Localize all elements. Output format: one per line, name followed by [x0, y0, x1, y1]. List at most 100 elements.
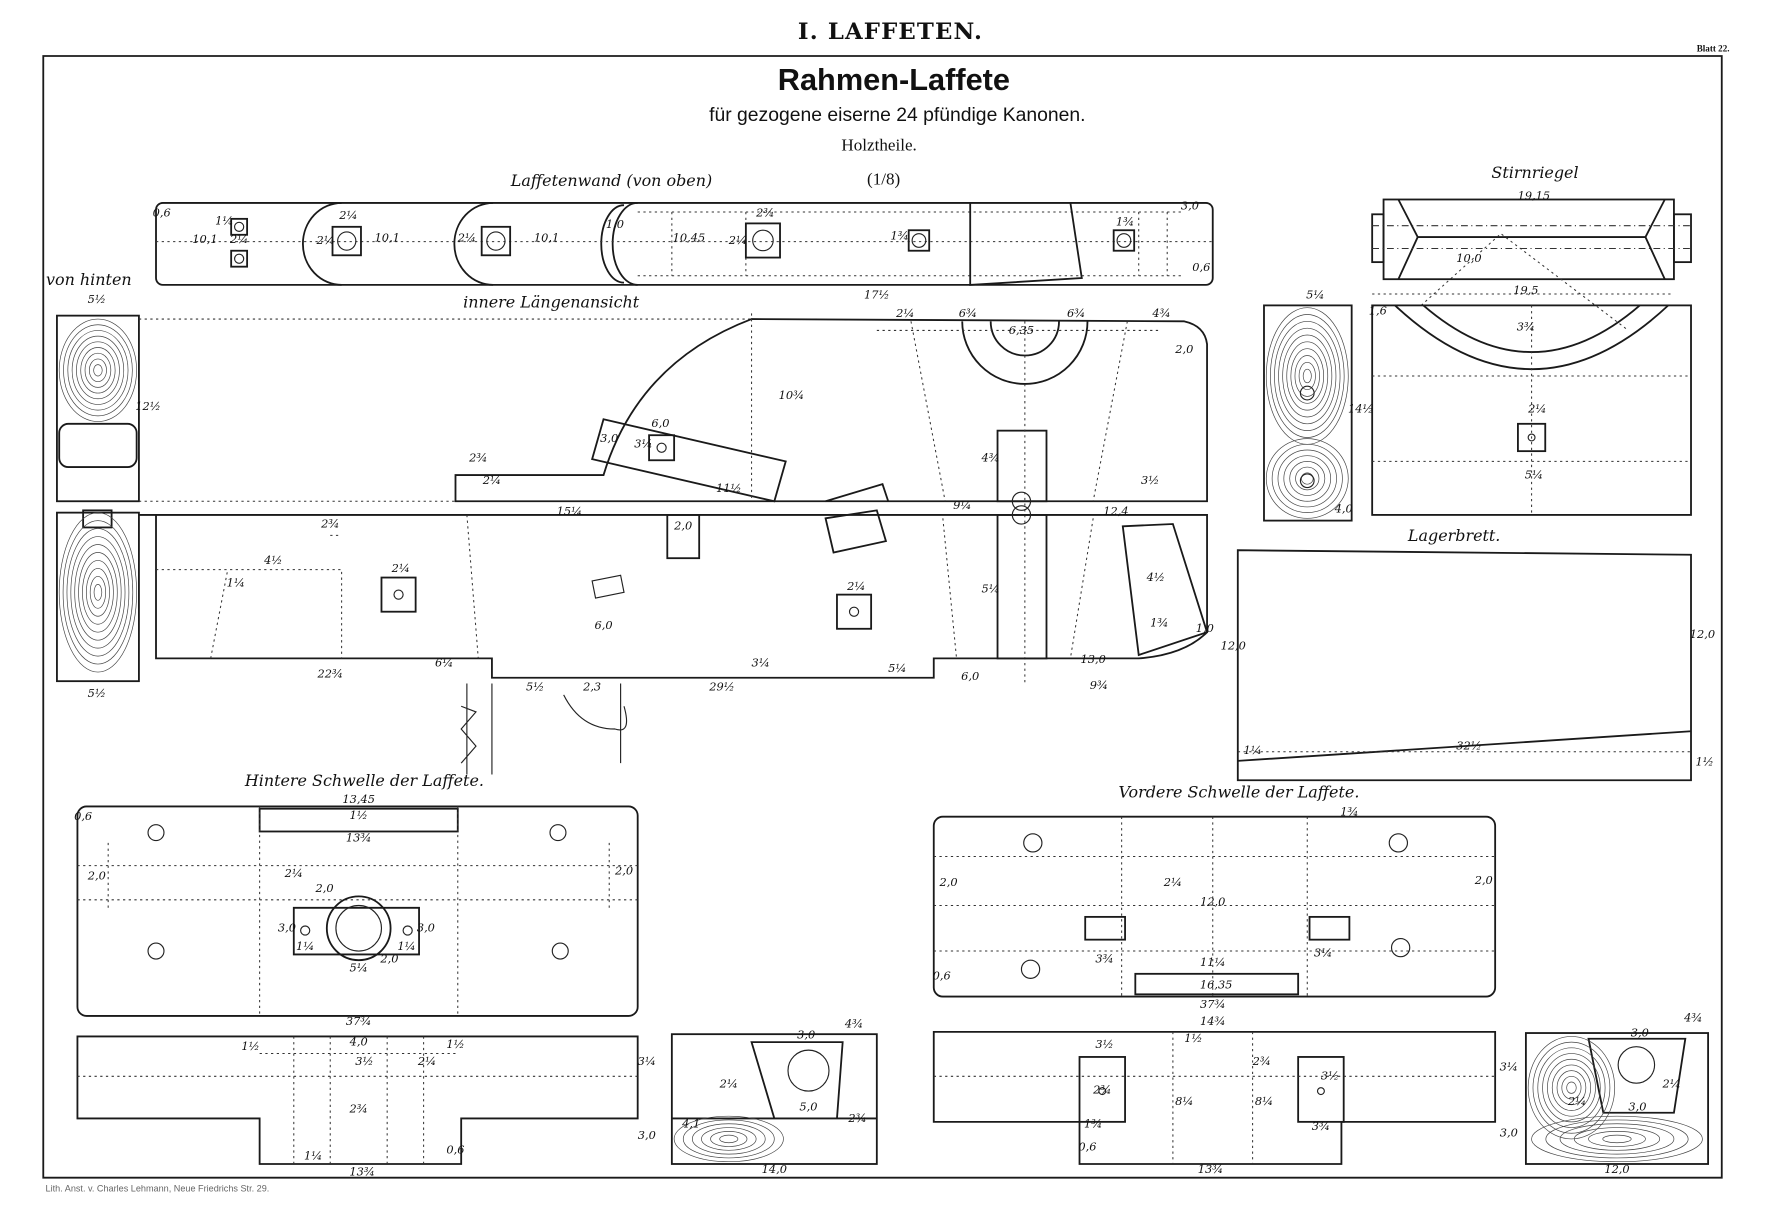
dimension-label: 6¾	[1067, 306, 1085, 320]
wood-grain	[82, 560, 114, 625]
dimension-label: 1½	[1696, 754, 1714, 768]
dimension-label: 3¾	[1517, 319, 1535, 333]
dimension-label: 2¾	[468, 450, 487, 464]
wood-grain	[1542, 1053, 1601, 1123]
dimension-label: 2¼	[719, 1077, 738, 1091]
dimension-label: 2¾	[320, 516, 339, 530]
dimension-label: 6¾	[959, 306, 977, 320]
wood-grain	[58, 512, 137, 673]
wood-grain	[63, 324, 133, 417]
dimension-label: 17½	[864, 288, 889, 302]
dimension-label: 12,0	[1221, 638, 1246, 652]
wood-grain	[692, 1123, 766, 1155]
drawing-subtitle: für gezogene eiserne 24 pfündige Kanonen…	[709, 104, 1085, 126]
dimension-label: 1¾	[890, 228, 908, 242]
dimension-label: 2¼	[316, 233, 335, 247]
dimension-label: 13¾	[346, 831, 372, 845]
dimension-label: 10,45	[673, 231, 706, 245]
drawing-frame	[42, 55, 1723, 1179]
dimension-label: 3,0	[278, 921, 296, 935]
dimension-label: 3,0	[797, 1028, 815, 1042]
rear-sill-label: Hintere Schwelle der Laffete.	[244, 771, 484, 790]
dimension-label: 14,0	[762, 1162, 787, 1176]
dimension-label: 2¾	[1092, 1082, 1111, 1096]
dimension-label: 5¼	[982, 581, 1000, 595]
dimension-label: 3¾	[1312, 1119, 1330, 1133]
wood-grain	[1547, 1058, 1596, 1117]
dimension-label: 5½	[526, 679, 544, 693]
rear-view	[56, 314, 140, 683]
dimension-label: 8¼	[1175, 1094, 1193, 1108]
wood-grain	[58, 318, 137, 422]
dimension-label: 1¾	[1340, 805, 1358, 819]
dimension-label: 3½	[1095, 1037, 1113, 1051]
front-transom-label: Stirnriegel	[1491, 163, 1578, 182]
dimension-label: 1¾	[1084, 1117, 1102, 1131]
wood-grain	[88, 358, 107, 383]
wood-grain	[1532, 1041, 1611, 1134]
wood-grain	[673, 1115, 784, 1163]
dimension-label: 12,4	[1103, 504, 1128, 518]
scale-label: (1/8)	[867, 170, 900, 189]
inner-side-view	[138, 313, 1209, 775]
dimension-label: 4¾	[1151, 306, 1170, 320]
wood-grain	[1527, 1036, 1616, 1140]
wood-grain	[62, 520, 134, 665]
dimension-label: 3,0	[1181, 199, 1199, 213]
wood-grain	[93, 364, 103, 377]
dimension-label: 4½	[263, 553, 282, 567]
wood-grain	[1551, 1064, 1592, 1111]
dimension-label: 6,35	[1009, 323, 1034, 337]
dimension-label: 2¼	[1163, 875, 1182, 889]
dimension-label: 32½	[1456, 738, 1482, 752]
dimension-label: 37¾	[346, 1014, 372, 1028]
dimension-label: 0,6	[446, 1143, 464, 1157]
dimension-label: 3½	[355, 1054, 373, 1068]
dimension-label: 4,1	[681, 1117, 700, 1131]
wood-grain	[1302, 368, 1312, 384]
dimension-label: 2¾	[847, 1111, 866, 1125]
dimension-label: 12,0	[1200, 895, 1225, 909]
dimension-label: 19,5	[1513, 283, 1538, 297]
wood-grain	[1566, 1081, 1577, 1094]
dimension-label: 3½	[1141, 473, 1159, 487]
dimension-label: 13¾	[1198, 1162, 1224, 1176]
dimension-label: 0,6	[153, 206, 171, 220]
dimension-label: 10¾	[779, 388, 805, 402]
section-title: I. LAFFETEN.	[798, 19, 983, 45]
dimension-label: 1,6	[1369, 303, 1387, 317]
wood-grain	[682, 1119, 775, 1159]
dimension-label: 5,0	[799, 1099, 817, 1113]
dimension-label: 2¼	[1662, 1077, 1681, 1091]
dimension-label: 1½	[241, 1039, 259, 1053]
dimension-label: 1¼	[215, 214, 233, 228]
dimension-label: 14¾	[1200, 1014, 1226, 1028]
dimension-label: 2¼	[1567, 1094, 1586, 1108]
dimension-label: 6,0	[651, 416, 669, 430]
dimension-label: 12,0	[1604, 1162, 1629, 1176]
wood-grain	[89, 576, 107, 609]
dimension-label: 0,6	[933, 969, 951, 983]
wood-grain	[1588, 1131, 1646, 1147]
dimension-label: 2,3	[582, 679, 601, 693]
dimension-label: 8¼	[1255, 1094, 1273, 1108]
dimension-label: 2¼	[417, 1054, 436, 1068]
dimension-label: 4,0	[1334, 502, 1353, 516]
wood-grain	[85, 568, 110, 617]
wood-grain	[1270, 314, 1345, 438]
dimension-label: 4½	[1146, 570, 1165, 584]
wood-grain	[76, 341, 120, 400]
wood-grain	[78, 552, 118, 633]
dimension-label: 1½	[446, 1037, 464, 1051]
wood-grain	[1290, 348, 1324, 404]
dimension-label: 10,0	[1456, 251, 1481, 265]
bearing-board-label: Lagerbrett.	[1407, 526, 1500, 545]
wood-grain	[710, 1131, 748, 1147]
dimension-label: 2¾	[755, 206, 774, 220]
wood-grain	[84, 352, 112, 388]
dimension-label: 29½	[708, 679, 735, 693]
dimension-label: 3¼	[1314, 946, 1332, 960]
dimension-label: 13,0	[1081, 652, 1106, 666]
dimension-label: 2,0	[379, 951, 398, 965]
wood-grain	[701, 1127, 757, 1151]
